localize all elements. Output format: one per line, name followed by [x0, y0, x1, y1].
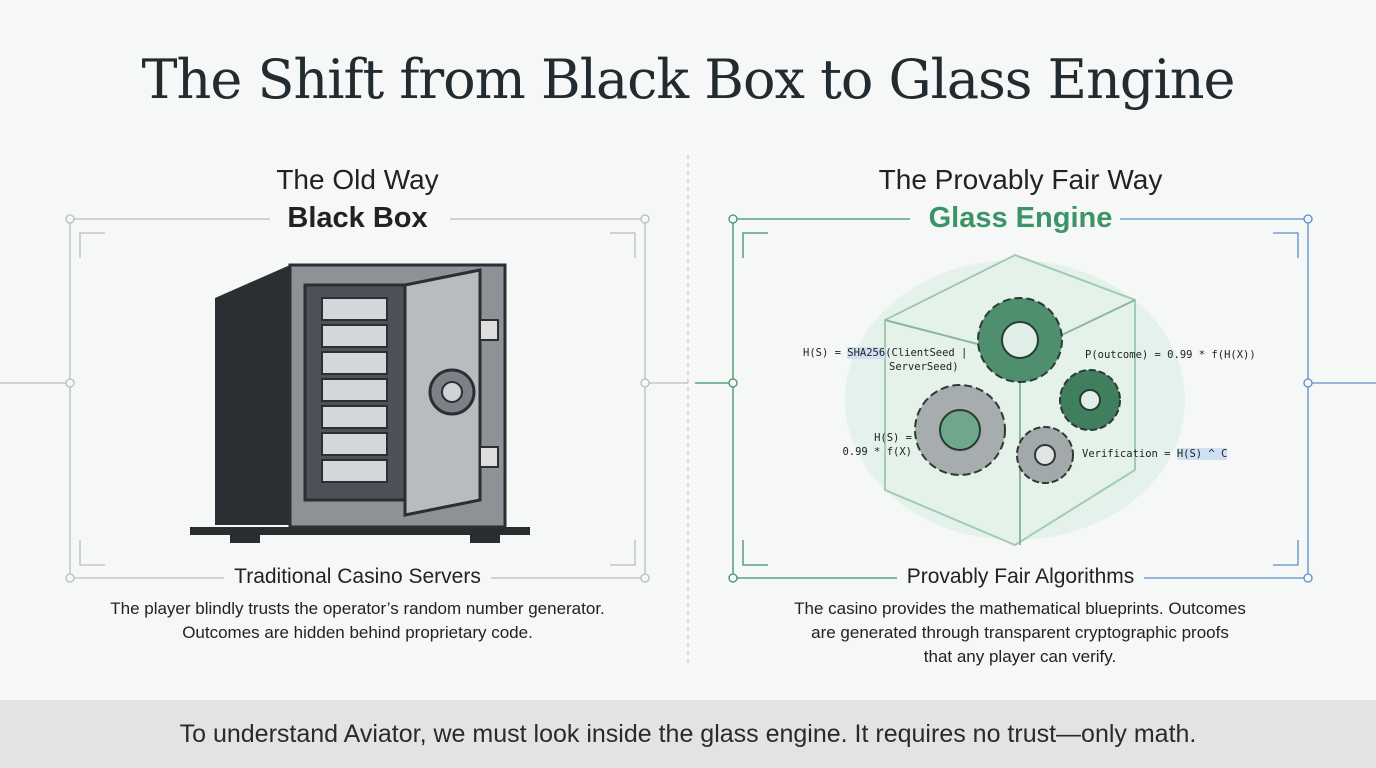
left-frame	[0, 214, 688, 583]
desc-line: Outcomes are hidden behind proprietary c…	[182, 623, 533, 642]
formula-hash: H(S) = SHA256(ClientSeed | ServerSeed)	[803, 347, 968, 373]
gear-icons	[914, 297, 1121, 484]
footer-banner: To understand Aviator, we must look insi…	[0, 700, 1376, 768]
safe-illustration	[190, 263, 530, 543]
formula-outcome: P(outcome) = 0.99 * f(H(X))	[1085, 349, 1256, 361]
glass-cube-illustration	[845, 253, 1185, 547]
desc-line: The player blindly trusts the operator’s…	[110, 599, 605, 618]
desc-line: are generated through transparent crypto…	[811, 623, 1229, 642]
desc-line: that any player can verify.	[923, 647, 1117, 666]
right-heading: The Provably Fair Way	[878, 164, 1163, 195]
left-heading: The Old Way	[276, 164, 439, 195]
left-caption: Traditional Casino Servers	[224, 565, 491, 588]
right-caption: Provably Fair Algorithms	[896, 565, 1145, 588]
formula-verification: Verification = H(S) ^ C	[1082, 448, 1228, 460]
right-name: Glass Engine	[928, 202, 1113, 234]
frame-lines	[0, 155, 1376, 665]
formula-scaled: H(S) = 0.99 * f(X)	[842, 432, 912, 458]
desc-line: The casino provides the mathematical blu…	[794, 599, 1246, 618]
left-description: The player blindly trusts the operator’s…	[40, 597, 675, 645]
page-title: The Shift from Black Box to Glass Engine	[141, 48, 1236, 111]
left-name: Black Box	[287, 202, 428, 234]
right-description: The casino provides the mathematical blu…	[720, 597, 1320, 669]
